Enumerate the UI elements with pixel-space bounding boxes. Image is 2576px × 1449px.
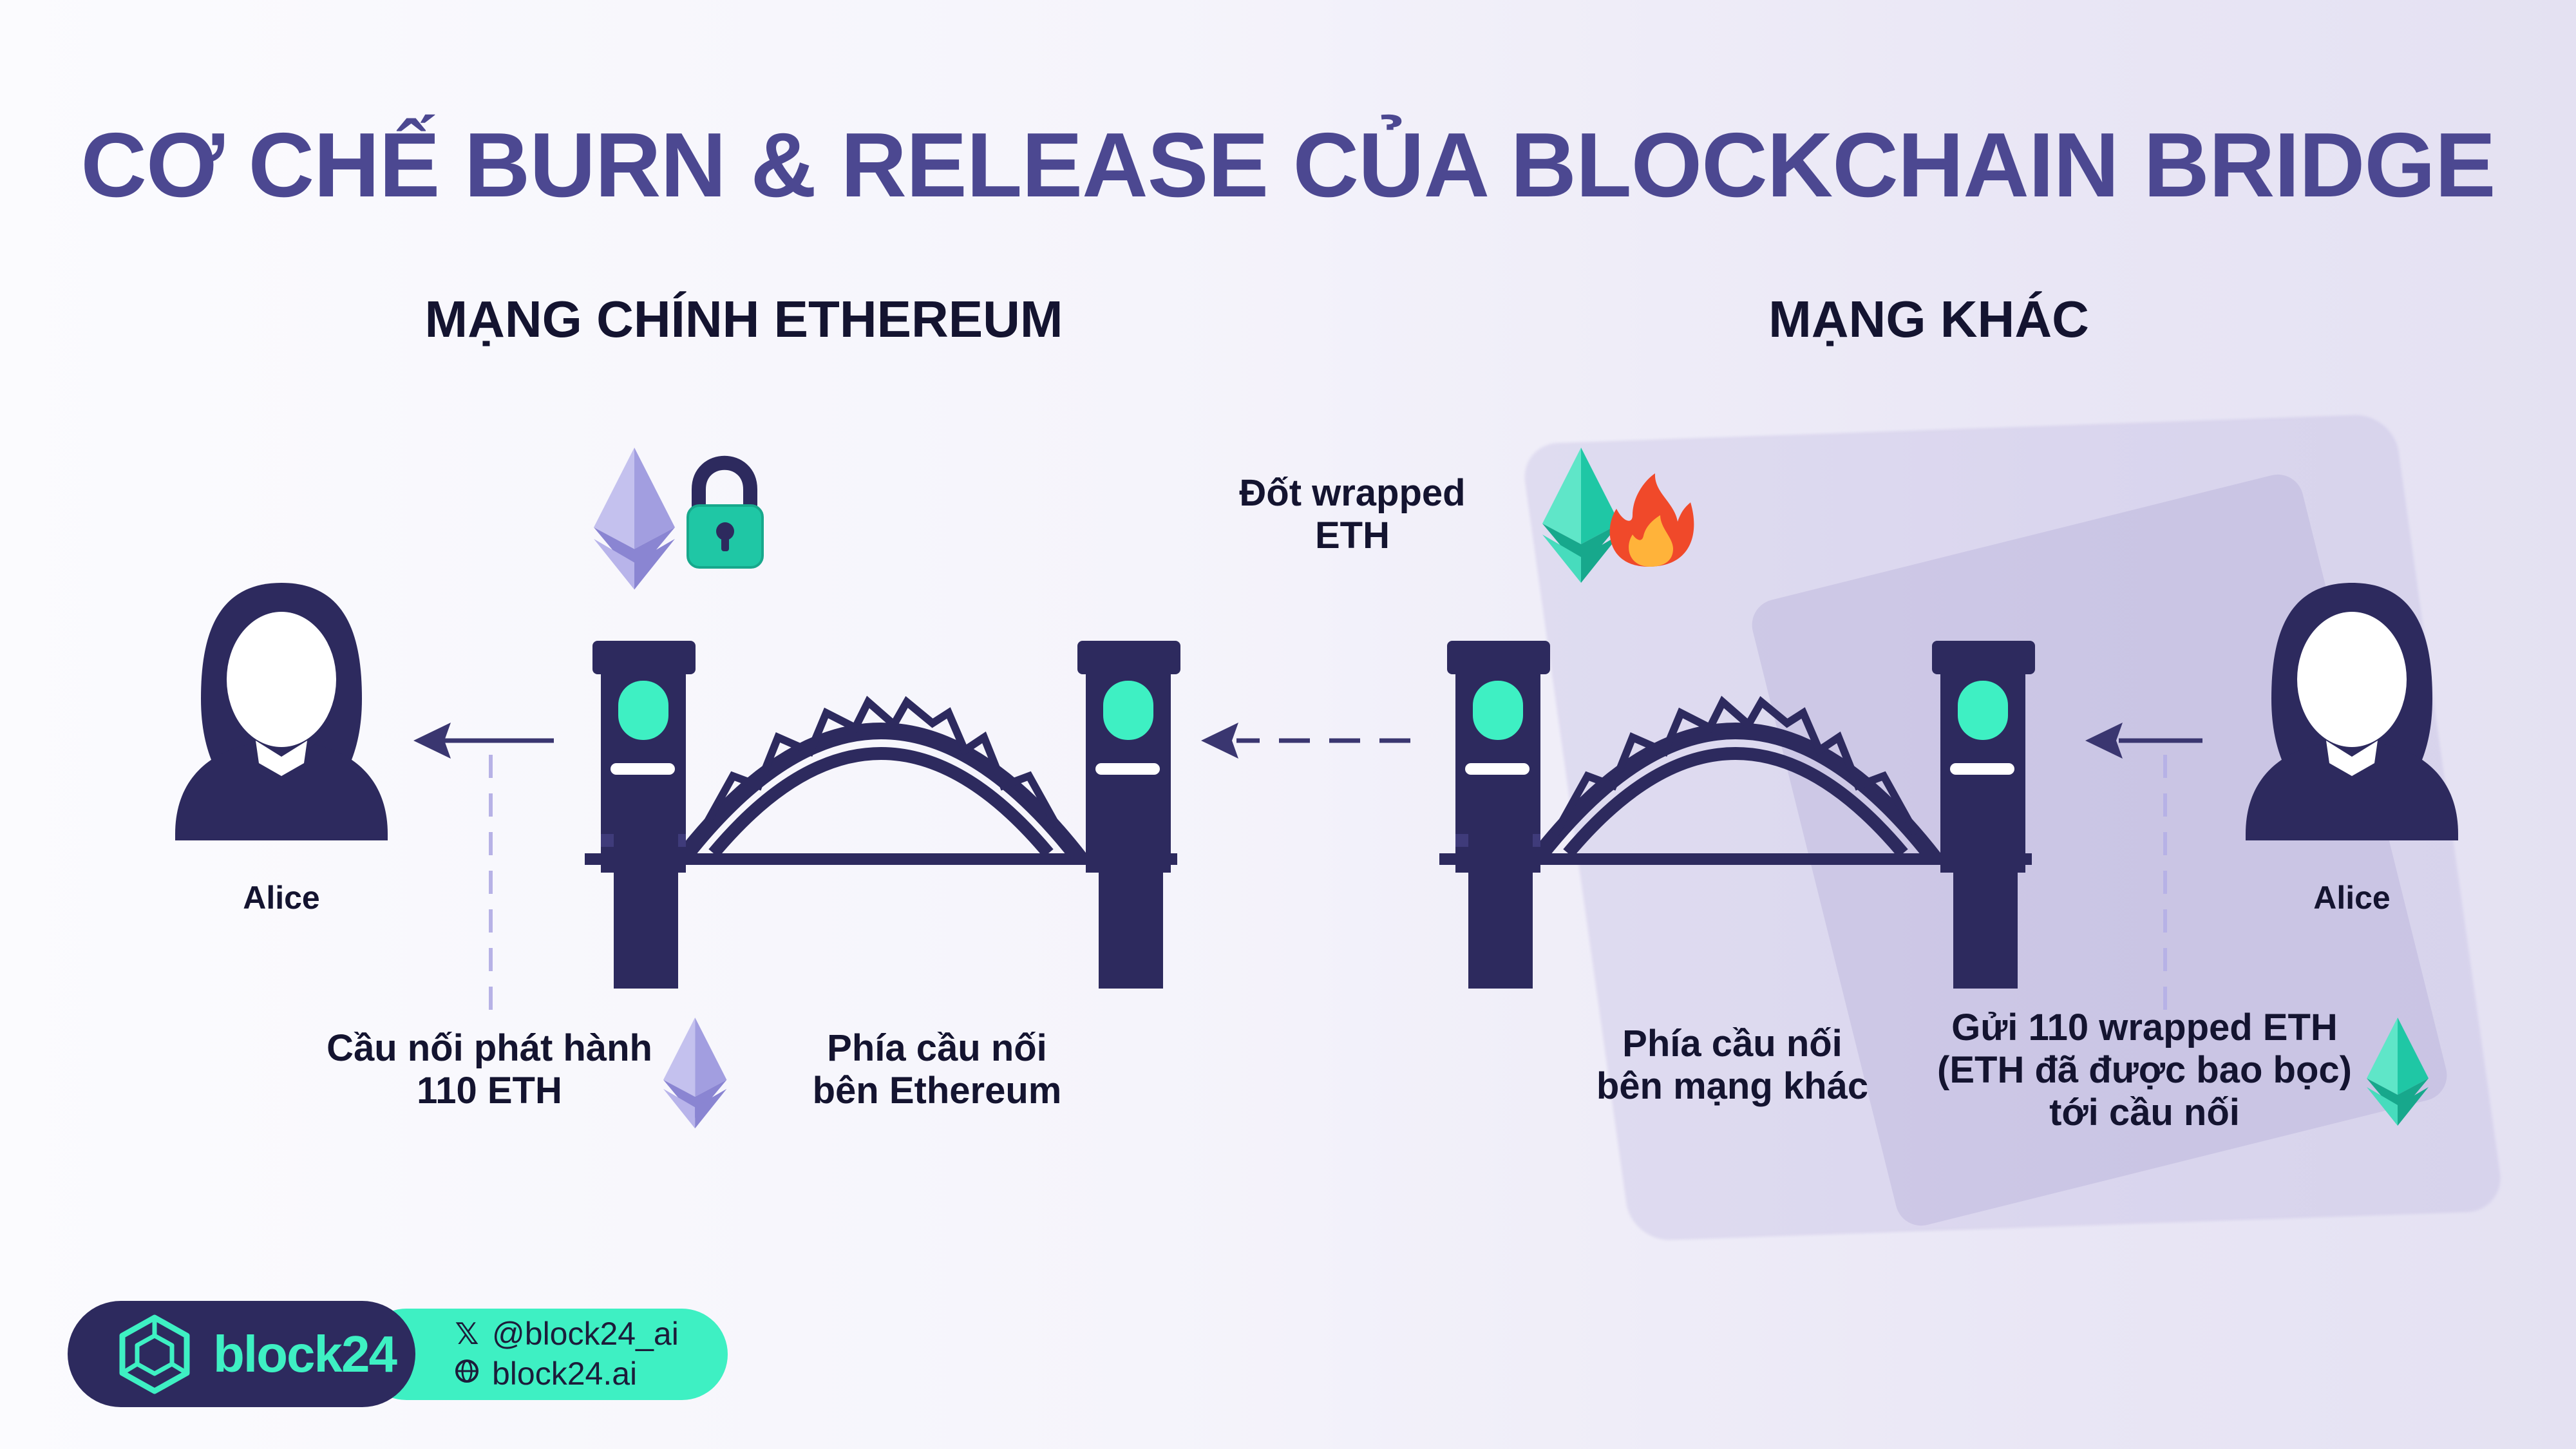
eth-icon-locked — [594, 448, 675, 590]
cube-logo-icon — [119, 1314, 190, 1394]
lock-icon — [687, 455, 764, 569]
left-user-label: Alice — [243, 880, 320, 916]
brand-name: block24 — [213, 1325, 397, 1383]
burn-label: Đốt wrapped ETH — [1239, 472, 1466, 556]
left-bridge-side-label: Phía cầu nối bên Ethereum — [812, 1027, 1062, 1112]
right-user-icon — [2246, 583, 2458, 840]
right-user-label: Alice — [2313, 880, 2391, 916]
arrow-right-bridge-to-left-bridge — [1201, 723, 1410, 759]
social-links: 𝕏 @block24_ai block24.ai — [361, 1309, 728, 1400]
page-title: CƠ CHẾ BURN & RELEASE CỦA BLOCKCHAIN BRI… — [80, 114, 2496, 216]
left-network-heading: MẠNG CHÍNH ETHEREUM — [424, 290, 1063, 348]
twitter-link[interactable]: 𝕏 @block24_ai — [451, 1315, 678, 1352]
right-network-heading: MẠNG KHÁC — [1768, 290, 2089, 348]
issue-label: Cầu nối phát hành 110 ETH — [327, 1027, 652, 1112]
globe-icon — [451, 1356, 483, 1391]
left-user-icon — [175, 583, 388, 840]
right-bridge-icon — [1439, 641, 2035, 989]
left-bridge-icon — [585, 641, 1180, 989]
fire-icon — [1609, 473, 1694, 567]
website-link[interactable]: block24.ai — [451, 1355, 637, 1392]
arrow-right-user-to-bridge — [2085, 723, 2202, 759]
arrow-bridge-to-left-user — [413, 723, 554, 759]
right-bridge-side-label: Phía cầu nối bên mạng khác — [1596, 1023, 1869, 1107]
brand-badge: block24 — [68, 1301, 415, 1407]
x-icon: 𝕏 — [455, 1317, 479, 1350]
eth-icon-wrapped-burn — [1542, 448, 1620, 583]
send-label: Gửi 110 wrapped ETH (ETH đã được bao bọc… — [1937, 1007, 2352, 1133]
